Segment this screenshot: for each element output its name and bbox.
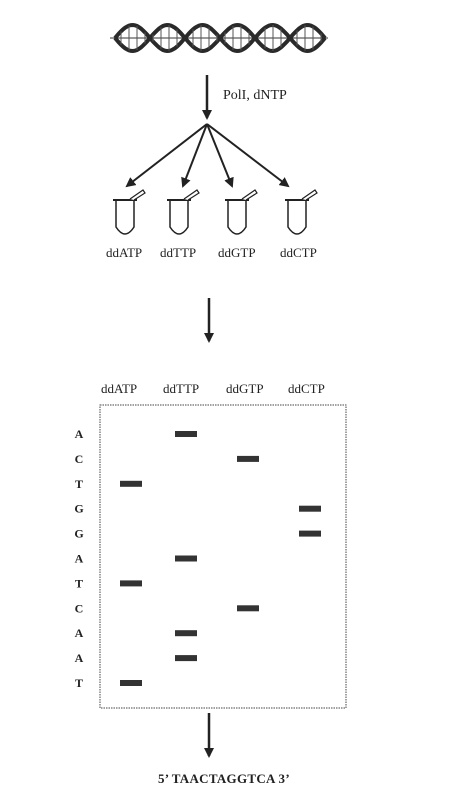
- fan-arrow-ddatp: [125, 123, 208, 188]
- tube-cap-icon: [241, 189, 258, 201]
- lane-label-ddgtp: ddGTP: [226, 381, 264, 396]
- gel-band: [120, 480, 142, 487]
- tube-icon: [115, 199, 135, 235]
- tube-label-ddatp: ddATP: [106, 245, 142, 260]
- dna-helix-icon: [110, 22, 328, 54]
- base-label: T: [75, 676, 83, 690]
- base-label: A: [75, 427, 84, 441]
- tube-label-ddgtp: ddGTP: [218, 245, 256, 260]
- gel-band: [175, 630, 197, 637]
- base-label: T: [75, 477, 83, 491]
- lane-label-ddctp: ddCTP: [288, 381, 325, 396]
- base-label: C: [75, 452, 84, 466]
- tube-cap-icon: [129, 189, 146, 201]
- base-label: A: [75, 626, 84, 640]
- gel-box: [99, 404, 347, 709]
- gel-band: [120, 580, 142, 587]
- tube-ddttp: [167, 189, 200, 235]
- tube-cap-icon: [301, 189, 318, 201]
- gel-band: [120, 680, 142, 686]
- tube-icon: [287, 199, 307, 235]
- lane-label-ddatp: ddATP: [101, 381, 137, 396]
- tube-ddatp: [113, 189, 146, 235]
- tube-label-ddctp: ddCTP: [280, 245, 317, 260]
- gel-band: [175, 655, 197, 662]
- fan-arrow-ddttp: [181, 123, 208, 188]
- dna-base-pairs: [120, 25, 322, 51]
- dna-strand-b: [113, 22, 327, 54]
- fan-arrow-ddctp: [206, 123, 290, 188]
- gel-band: [175, 431, 197, 437]
- gel-band: [237, 605, 259, 612]
- tube-cap-icon: [183, 189, 200, 201]
- base-label: T: [75, 576, 83, 590]
- tube-icon: [227, 199, 247, 235]
- fan-arrow-ddgtp: [206, 123, 234, 188]
- tube-ddctp: [285, 189, 318, 235]
- read-sequence: 5’ TAACTAGGTCA 3’: [158, 771, 290, 786]
- base-label: A: [75, 552, 84, 566]
- gel-band: [237, 455, 259, 462]
- base-label: G: [74, 502, 83, 516]
- tube-ddgtp: [225, 189, 258, 235]
- fan-arrows: [125, 123, 290, 188]
- gel-band: [299, 530, 321, 537]
- tube-label-ddttp: ddTTP: [160, 245, 196, 260]
- lane-label-ddttp: ddTTP: [163, 381, 199, 396]
- tube-icon: [169, 199, 189, 235]
- gel-band: [175, 555, 197, 562]
- gel-bands: [120, 431, 321, 686]
- gel-band: [299, 505, 321, 512]
- base-label: C: [75, 601, 84, 615]
- base-label: G: [74, 527, 83, 541]
- base-label: A: [75, 651, 84, 665]
- step-label: PolI, dNTP: [223, 88, 287, 103]
